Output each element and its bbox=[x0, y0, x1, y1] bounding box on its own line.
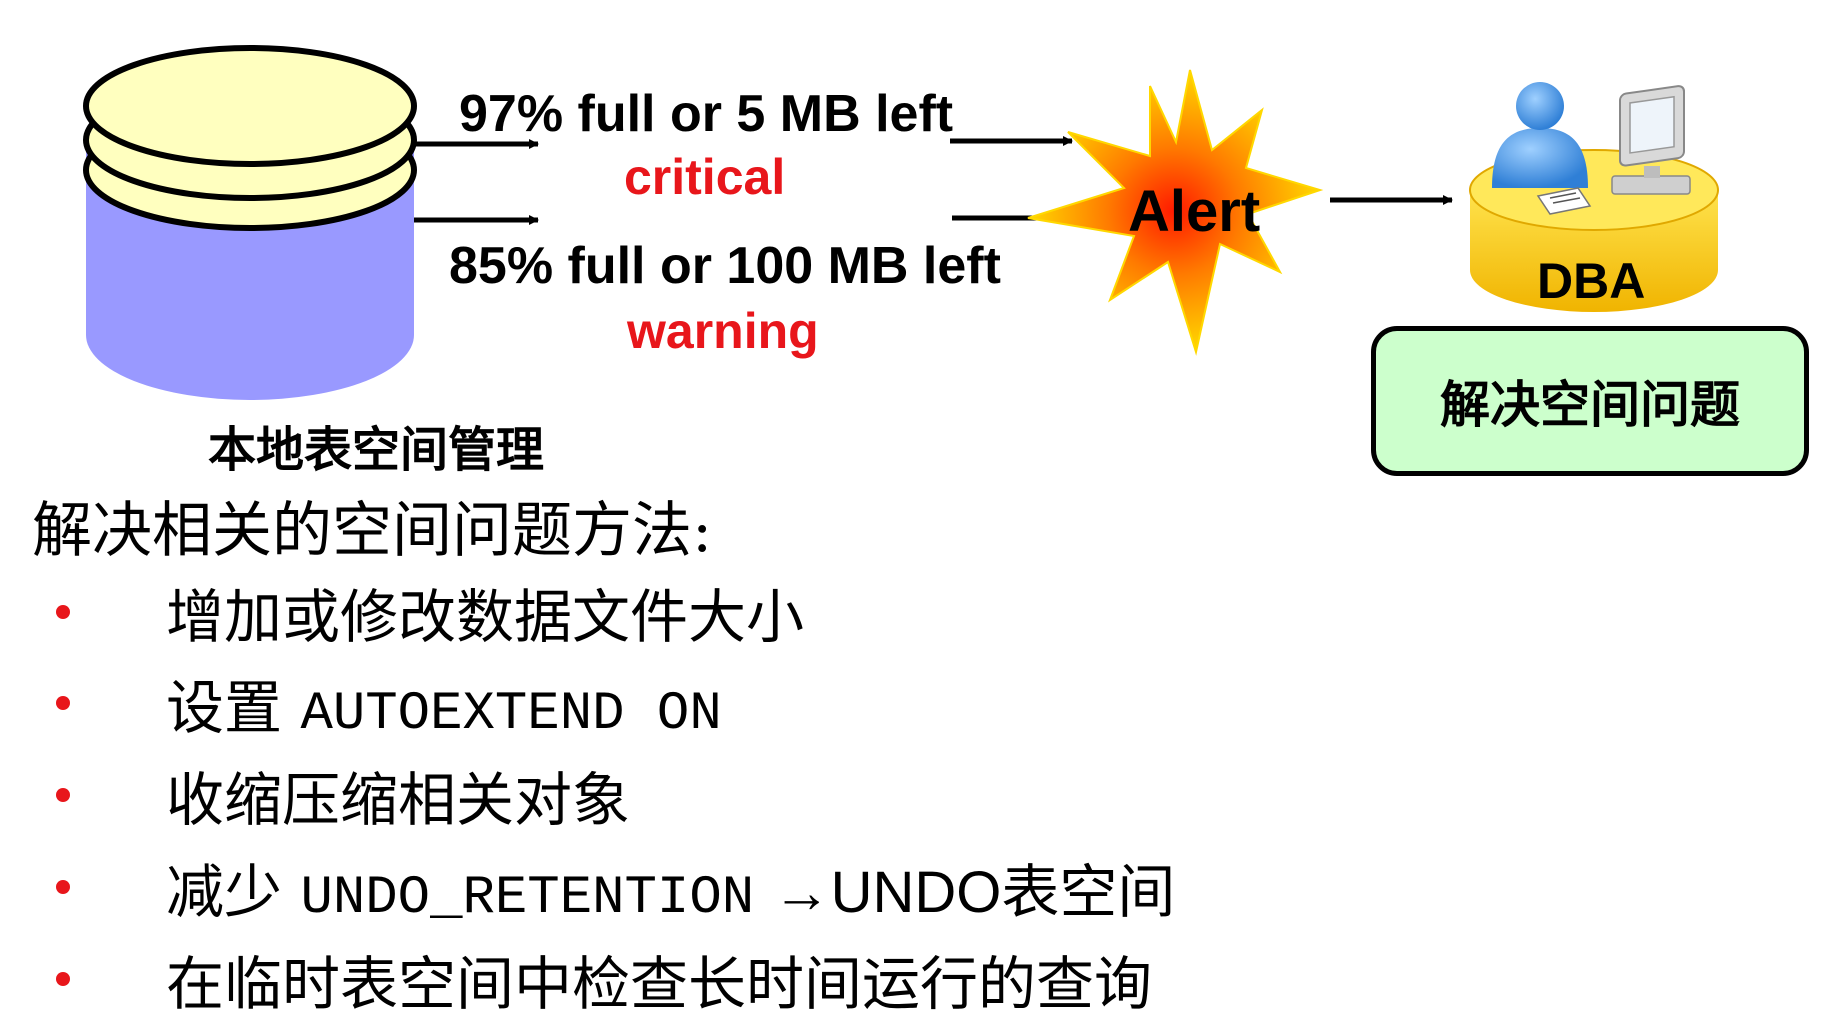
tablespace-disk-icon bbox=[83, 45, 417, 400]
tablespace-label: 本地表空间管理 bbox=[208, 422, 545, 478]
resolution-text: 解决空间问题 bbox=[1440, 376, 1740, 434]
bullet-icon bbox=[56, 880, 70, 894]
dba-label: DBA bbox=[1537, 253, 1646, 309]
method-item-text: 在临时表空间中检查长时间运行的查询 bbox=[166, 950, 1153, 1018]
method-item-content: 设置 AUTOEXTEND ON bbox=[166, 661, 722, 745]
warning-level-label: warning bbox=[627, 303, 819, 359]
right-arrow-icon: → bbox=[772, 860, 831, 925]
resolution-box: 解决空间问题 bbox=[1371, 326, 1809, 476]
critical-level-label: critical bbox=[624, 149, 786, 205]
bullet-icon bbox=[56, 788, 70, 802]
critical-condition-label: 97% full or 5 MB left bbox=[459, 85, 954, 143]
method-item: 在临时表空间中检查长时间运行的查询 bbox=[56, 939, 1152, 1019]
bullet-icon bbox=[56, 696, 70, 710]
method-item: 减少 UNDO_RETENTION →UNDO表空间 bbox=[56, 845, 1175, 929]
method-item: 设置 AUTOEXTEND ON bbox=[56, 661, 722, 745]
bullet-icon bbox=[56, 605, 70, 619]
warning-condition-label: 85% full or 100 MB left bbox=[449, 237, 1001, 295]
method-item-text: 收缩压缩相关对象 bbox=[166, 766, 631, 834]
alert-label: Alert bbox=[1128, 179, 1261, 244]
method-item-undo: UNDO bbox=[830, 860, 1002, 925]
method-item-prefix: 减少 bbox=[166, 858, 283, 926]
method-item-code: UNDO_RETENTION bbox=[300, 868, 755, 929]
method-item-text: 增加或修改数据文件大小 bbox=[166, 583, 805, 651]
alert-burst-icon bbox=[1027, 69, 1324, 356]
method-item: 增加或修改数据文件大小 bbox=[56, 572, 804, 652]
dba-workstation-icon bbox=[1469, 82, 1719, 312]
methods-heading: 解决相关的空间问题方法: bbox=[32, 496, 713, 566]
method-item-prefix: 设置 bbox=[166, 674, 283, 742]
method-item-code: AUTOEXTEND ON bbox=[300, 684, 722, 745]
method-item-suffix: 表空间 bbox=[1001, 858, 1176, 926]
method-item-content: 减少 UNDO_RETENTION →UNDO表空间 bbox=[166, 845, 1175, 929]
bullet-icon bbox=[56, 972, 70, 986]
method-item: 收缩压缩相关对象 bbox=[56, 755, 630, 835]
